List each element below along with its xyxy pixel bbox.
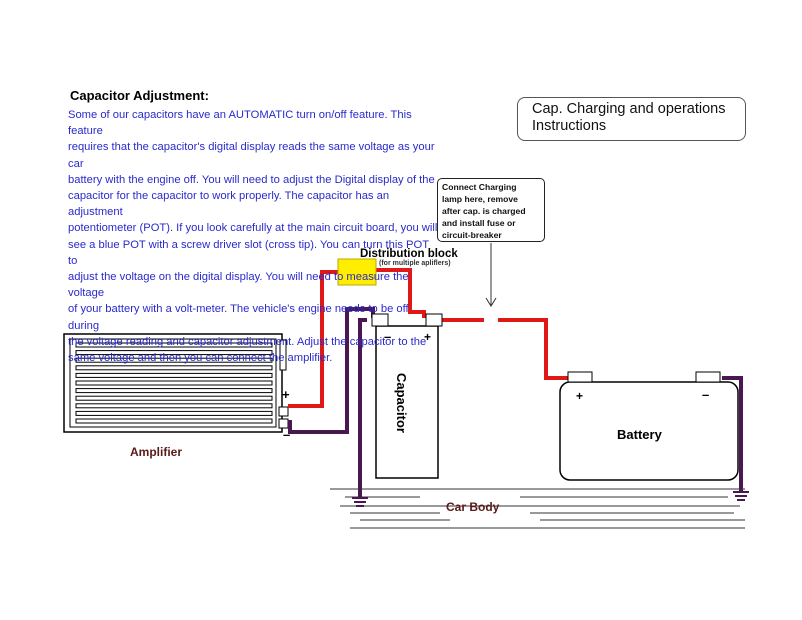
battery-ground-wire [722,376,743,492]
note-line: circuit-breaker [442,230,502,240]
instructions-line: requires that the capacitor's digital di… [68,141,435,170]
ground-wires [288,307,743,498]
heatsink-fin [75,372,273,378]
instructions-line: potentiometer (POT). If you look careful… [68,222,438,235]
block-to-cap-wire [376,268,426,318]
cap-plus-sign: + [424,330,432,344]
title-line-1: Cap. Charging and operations [532,101,726,117]
ground-symbol-left [352,497,368,507]
capacitor-label: Capacitor [394,373,409,433]
battery-minus-sign: – [702,387,710,402]
battery-label: Battery [617,427,662,442]
amp-positive-terminal [278,406,289,417]
note-line: Connect Charging [442,182,517,192]
heatsink-fin [75,380,273,386]
battery-plus-sign: + [576,389,584,403]
lamp-to-battery-wire [498,318,568,380]
heatsink-fin [75,365,273,371]
instructions-line: battery with the engine off. You will ne… [68,173,435,186]
heatsink-fin [75,388,273,394]
distribution-block [337,258,377,286]
car-body-label: Car Body [446,500,500,514]
title-line-2: Instructions [532,118,607,134]
amp-minus-sign: – [283,427,291,442]
amplifier [63,333,289,433]
charging-lamp-note: Connect Charging lamp here, remove after… [437,178,545,242]
capacitor [371,313,443,479]
instructions-line: see a blue POT with a screw driver slot … [68,238,429,267]
amplifier-heatsink-fins [75,342,273,424]
heatsink-fin [75,418,273,424]
positive-wires [288,268,568,408]
battery-negative-terminal [695,371,721,383]
heatsink-fin [75,350,273,356]
car-body-ground [330,488,745,529]
cap-negative-terminal [371,313,389,327]
amp-ground-wire [288,307,375,434]
amp-power-wire [288,270,340,408]
heatsink-fin [75,395,273,401]
instructions-line: the voltage reading and capacitor adjust… [68,335,427,348]
note-line: and install fuse or [442,218,516,228]
section-heading: Capacitor Adjustment: [70,88,209,103]
amp-plus-sign: + [282,387,290,402]
instructions-line: Some of our capacitors have an AUTOMATIC… [68,109,412,138]
battery-positive-terminal [567,371,593,383]
heatsink-fin [75,410,273,416]
heatsink-fin [75,403,273,409]
instructions-line: capacitor for the capacitor to work prop… [68,190,390,219]
cap-ground-wire [358,318,367,498]
distribution-block-label: Distribution block [360,248,458,260]
amplifier-label: Amplifier [130,445,183,459]
ground-symbol-right [733,491,749,501]
cap-positive-terminal [425,313,443,327]
cap-minus-sign: – [384,329,392,344]
title-box: Cap. Charging and operations Instruction… [517,97,746,141]
battery [559,371,739,481]
note-line: after cap. is charged [442,206,526,216]
heatsink-fin [75,342,273,348]
instructions-line: of your battery with a volt-meter. The v… [68,303,409,332]
distribution-block-sublabel: (for multiple apliflers) [379,260,451,267]
instructions-text: Some of our capacitors have an AUTOMATIC… [68,107,440,366]
instructions-line: same voltage and then you can connect th… [68,352,333,365]
instructions-line: adjust the voltage on the digital displa… [68,271,409,300]
lamp-pointer-arrow [485,243,497,307]
note-line: lamp here, remove [442,194,518,204]
heatsink-fin [75,357,273,363]
